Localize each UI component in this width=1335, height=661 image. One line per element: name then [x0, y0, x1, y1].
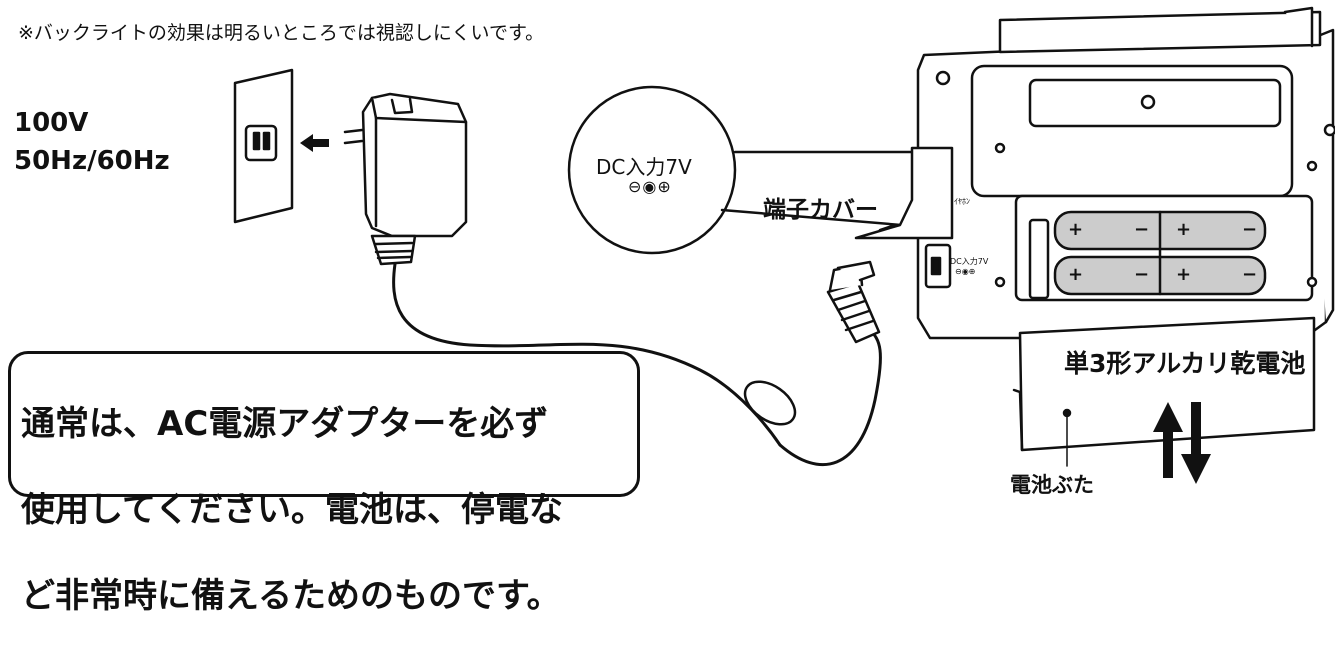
notice-line: ど非常時に備えるためのものです。: [21, 576, 561, 616]
voltage-line: 100V: [14, 108, 89, 138]
notice-box: 通常は、AC電源アダプターを必ず 使用してください。電池は、停電な ど非常時に備…: [8, 351, 640, 616]
battery-plus-icon: +: [1176, 264, 1192, 285]
ac-adapter: [343, 92, 468, 266]
voltage-spec: 100V 50Hz/60Hz: [14, 104, 170, 180]
notice-line: 通常は、AC電源アダプターを必ず: [21, 404, 549, 444]
battery-minus-icon: −: [1134, 264, 1150, 285]
adapter-cord: [392, 262, 782, 447]
battery-type-label: 単3形アルカリ乾電池: [1064, 349, 1306, 378]
radio-dc-polarity-icon: ⊖◉⊕: [955, 267, 976, 276]
terminal-cover-label: 端子カバー: [763, 197, 878, 223]
battery-minus-icon: −: [1242, 219, 1258, 240]
battery-minus-icon: −: [1134, 219, 1150, 240]
terminal-cover: [854, 146, 954, 240]
notice-line: 使用してください。電池は、停電な: [21, 490, 563, 530]
diagram-artwork: [233, 6, 1335, 484]
dc-polarity-icon: ⊖◉⊕: [628, 177, 672, 196]
battery-plus-icon: +: [1068, 219, 1084, 240]
arrow-left-icon: [300, 134, 329, 152]
wall-outlet: [233, 68, 294, 224]
up-down-arrows-icon: [1153, 402, 1211, 484]
backlight-note: ※バックライトの効果は明るいところでは視認しにくいです。: [18, 22, 545, 44]
frequency-line: 50Hz/60Hz: [14, 146, 170, 176]
battery-plus-icon: +: [1176, 219, 1192, 240]
battery-lid-label: 電池ぶた: [1010, 473, 1094, 497]
jack-callout-circle: [567, 85, 737, 255]
radio-dc-label: DC入力7V: [950, 257, 989, 266]
dc-plug: [826, 260, 881, 344]
notice-text: 通常は、AC電源アダプターを必ず 使用してください。電池は、停電な ど非常時に備…: [21, 360, 563, 661]
radio-body: [916, 6, 1335, 340]
battery-lid: [1012, 316, 1316, 467]
earphone-jack-label: ｲﾔﾎﾝ: [954, 197, 970, 206]
battery-minus-icon: −: [1242, 264, 1258, 285]
battery-plus-icon: +: [1068, 264, 1084, 285]
dc-input-label: DC入力7V: [596, 155, 692, 179]
ferrite-core: [743, 380, 797, 426]
